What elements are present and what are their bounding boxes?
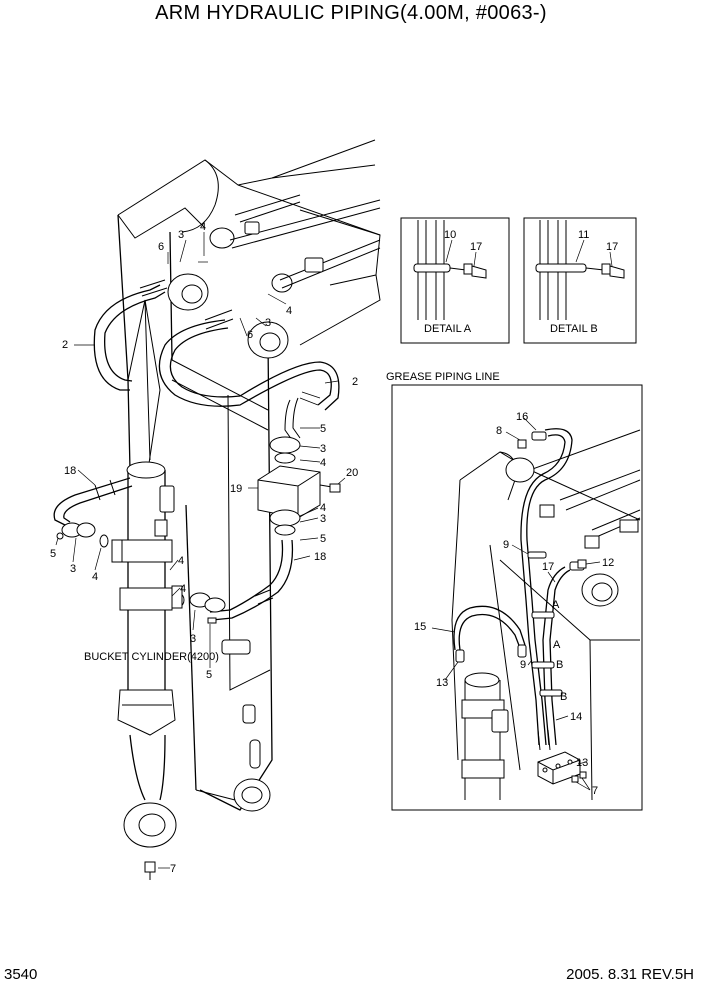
grease-label-13b: 13	[576, 757, 588, 769]
hose-2-left	[93, 279, 168, 391]
label-5a: 5	[320, 423, 326, 435]
label-18b: 18	[314, 551, 326, 563]
label-3a: 3	[178, 229, 184, 241]
label-2b: 2	[352, 376, 358, 388]
grease-label-7: 7	[592, 785, 598, 797]
label-5b: 5	[320, 533, 326, 545]
detail-b-caption: DETAIL B	[550, 323, 598, 335]
label-18a: 18	[64, 465, 76, 477]
grease-label-b1: B	[556, 659, 563, 671]
leader-lines	[55, 232, 346, 869]
grease-label-12: 12	[602, 557, 614, 569]
grease-label-15: 15	[414, 621, 426, 633]
grease-label-9b: 9	[520, 659, 526, 671]
grease-label-16: 16	[516, 411, 528, 423]
grease-label-a1: A	[552, 599, 560, 611]
arm-assembly	[117, 139, 381, 812]
valve-block-19	[257, 436, 341, 536]
main-part-labels: 6 3 4 3 4 6 2 2 5 3 4 20 19 18 4 3 5 18 …	[50, 221, 358, 875]
label-2a: 2	[62, 339, 68, 351]
detail-a-panel: 10 17 DETAIL A	[400, 217, 510, 344]
label-5d: 5	[206, 669, 212, 681]
pin-bosses	[167, 227, 293, 359]
bucket-cylinder	[111, 461, 183, 880]
hose-18-left	[53, 477, 133, 548]
label-4c: 4	[320, 457, 326, 469]
grease-label-8: 8	[496, 425, 502, 437]
detail-a-label-10: 10	[444, 229, 456, 241]
bucket-cylinder-label: BUCKET CYLINDER(4200)	[84, 651, 219, 663]
revision-stamp: 2005. 8.31 REV.5H	[566, 966, 694, 983]
grease-label-a2: A	[553, 639, 561, 651]
grease-label-9a: 9	[503, 539, 509, 551]
label-6a: 6	[158, 241, 164, 253]
label-6b: 6	[247, 329, 253, 341]
page-number: 3540	[4, 966, 38, 983]
boom-pipes	[229, 194, 381, 289]
detail-b-label-11: 11	[578, 229, 589, 241]
grease-label-b2: B	[560, 691, 567, 703]
label-3f: 3	[190, 633, 196, 645]
label-7a: 7	[170, 863, 176, 875]
detail-a-label-17: 17	[470, 241, 482, 253]
label-3b: 3	[265, 317, 271, 329]
lower-flanges	[175, 592, 251, 655]
grease-label-13a: 13	[436, 677, 448, 689]
label-4f: 4	[178, 555, 184, 567]
label-4b: 4	[286, 305, 292, 317]
grease-label-17: 17	[542, 561, 554, 573]
label-4g: 4	[180, 583, 186, 595]
label-4d: 4	[320, 502, 326, 514]
label-19: 19	[230, 483, 242, 495]
label-3d: 3	[320, 513, 326, 525]
grease-label-14: 14	[570, 711, 582, 723]
label-4a: 4	[200, 221, 206, 233]
label-3c: 3	[320, 443, 326, 455]
detail-b-label-17: 17	[606, 241, 618, 253]
label-4e: 4	[92, 571, 98, 583]
detail-b-panel: 11 17 DETAIL B	[523, 217, 637, 344]
grease-panel-caption: GREASE PIPING LINE	[386, 371, 500, 383]
grease-piping-panel: GREASE PIPING LINE	[386, 371, 643, 811]
hose-18-lower	[209, 539, 294, 621]
detail-a-caption: DETAIL A	[424, 323, 472, 335]
diagram-title: ARM HYDRAULIC PIPING(4.00M, #0063-)	[155, 2, 547, 24]
label-5c: 5	[50, 548, 56, 560]
label-3e: 3	[70, 563, 76, 575]
label-20: 20	[346, 467, 358, 479]
hose-2-right	[158, 309, 340, 441]
